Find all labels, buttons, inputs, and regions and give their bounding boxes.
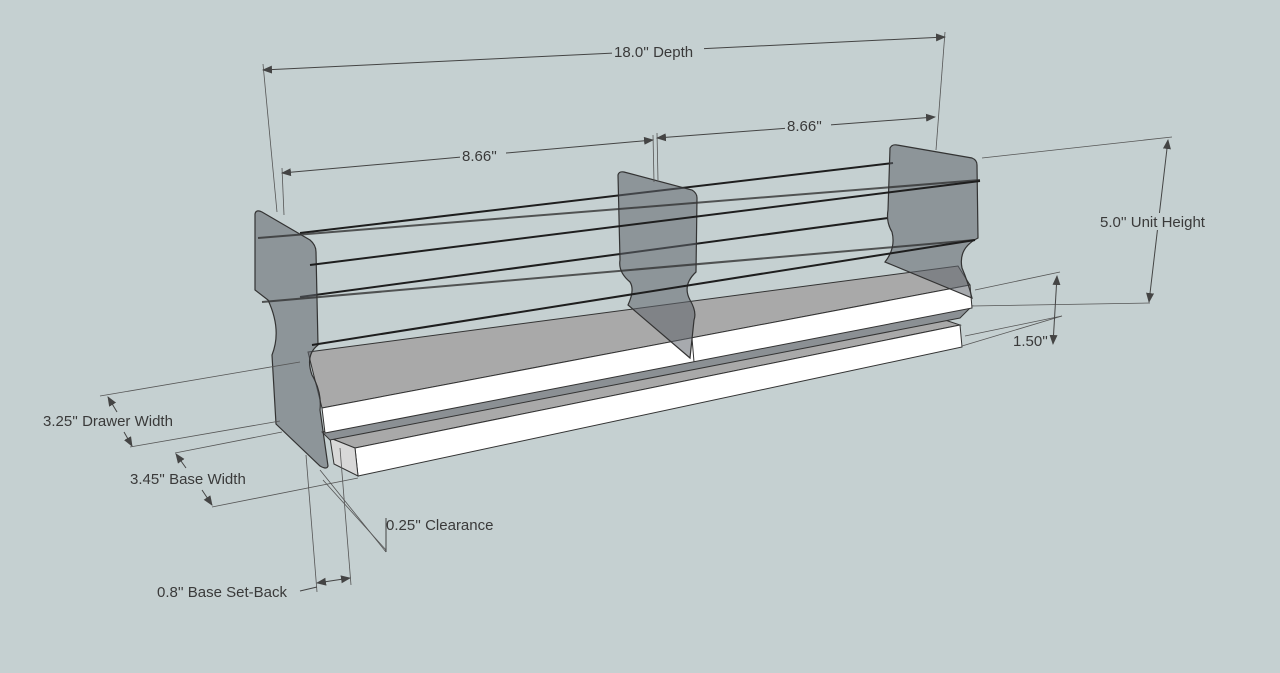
section-right-label: 8.66'' xyxy=(787,118,822,135)
section-left-label: 8.66'' xyxy=(462,148,497,165)
base-width-label: 3.45'' Base Width xyxy=(130,471,246,488)
drawer-shelf xyxy=(307,265,974,441)
clearance-dimension: 0.25'' Clearance xyxy=(319,469,493,553)
base-height-dimension: 1.50'' xyxy=(961,271,1063,350)
rods-front xyxy=(257,179,981,346)
depth-label: 18.0'' Depth xyxy=(614,44,693,61)
unit-height-label: 5.0'' Unit Height xyxy=(1100,214,1206,231)
drawer-width-label: 3.25'' Drawer Width xyxy=(43,413,173,430)
base-setback-dimension: 0.8'' Base Set-Back xyxy=(157,447,352,601)
left-end-panel xyxy=(254,210,329,469)
right-end-panel xyxy=(884,144,979,300)
section-left-dimension: 8.66'' xyxy=(281,134,655,216)
base-width-dimension: 3.45'' Base Width xyxy=(130,431,359,508)
rods-back xyxy=(299,162,894,298)
base-height-label: 1.50'' xyxy=(1013,333,1048,350)
depth-dimension: 18.0'' Depth xyxy=(262,31,946,213)
unit-height-dimension: 5.0'' Unit Height xyxy=(971,136,1218,307)
clearance-label: 0.25'' Clearance xyxy=(386,517,493,534)
section-right-dimension: 8.66'' xyxy=(656,113,936,181)
base-setback-label: 0.8'' Base Set-Back xyxy=(157,584,287,601)
drawer-width-dimension: 3.25'' Drawer Width xyxy=(43,361,301,448)
